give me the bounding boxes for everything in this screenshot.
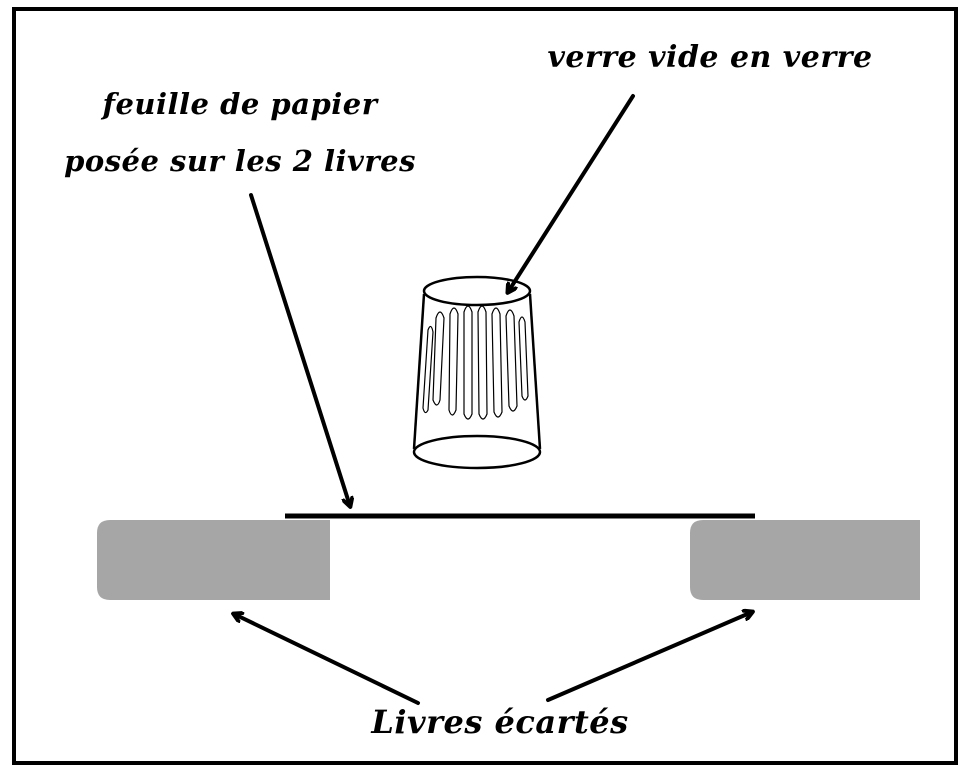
right-book [690, 520, 920, 600]
glass-label: verre vide en verre [547, 40, 873, 75]
paper-label-line2: posée sur les 2 livres [64, 144, 416, 178]
arrow-to-paper [249, 193, 350, 506]
arrow-to-left-book [234, 614, 420, 705]
paper-label-line1: feuille de papier [102, 87, 378, 121]
diagram-border [12, 7, 958, 765]
paper-label: feuille de papier posée sur les 2 livres [40, 76, 440, 190]
upside-down-glass [412, 275, 542, 470]
left-book [97, 520, 330, 600]
arrow-to-right-book [546, 612, 752, 702]
arrow-to-glass [508, 94, 635, 292]
books-label: Livres écartés [371, 703, 629, 741]
